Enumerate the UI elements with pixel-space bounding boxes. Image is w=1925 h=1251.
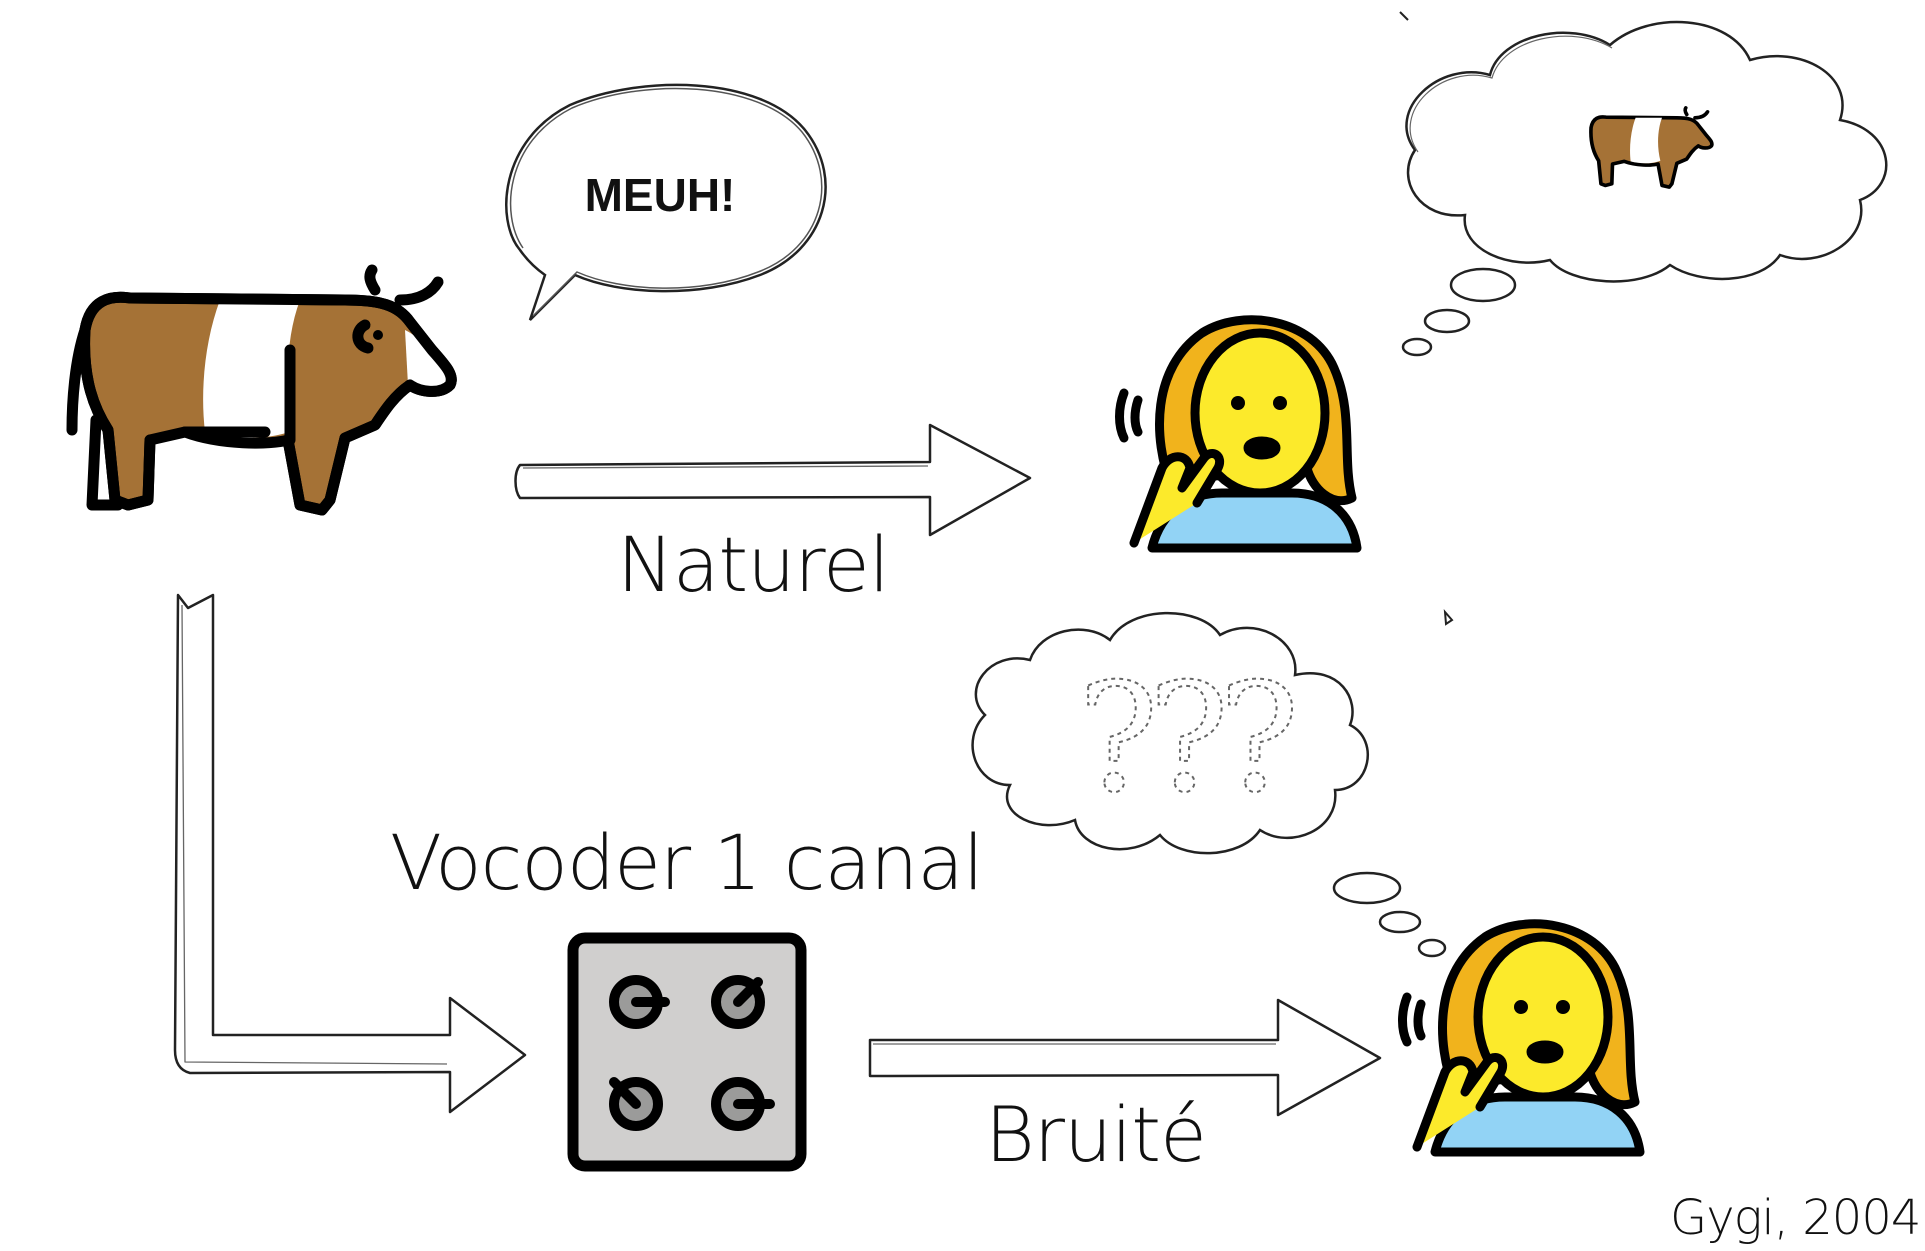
arrow-right-icon	[514, 423, 1032, 537]
speech-bubble-icon	[505, 83, 827, 321]
label-vocoder: Vocoder 1 canal	[390, 818, 984, 907]
cow-icon	[66, 264, 457, 516]
woman-listening-icon	[1115, 315, 1362, 553]
woman-listening-icon	[1398, 919, 1645, 1157]
label-naturel: Naturel	[617, 520, 890, 609]
label-bruite: Bruité	[985, 1090, 1207, 1179]
thought-confused-marks: ???	[1078, 652, 1293, 826]
citation: Gygi, 2004	[1670, 1190, 1921, 1246]
speech-bubble-text: MEUH!	[584, 169, 736, 221]
arrow-right-icon	[868, 998, 1382, 1117]
vocoder-box-icon	[567, 932, 807, 1172]
thought-cloud-icon	[1399, 11, 1888, 357]
arrow-right-icon	[173, 593, 527, 1114]
thought-cloud-icon	[971, 609, 1454, 958]
cow-icon	[1589, 106, 1714, 189]
